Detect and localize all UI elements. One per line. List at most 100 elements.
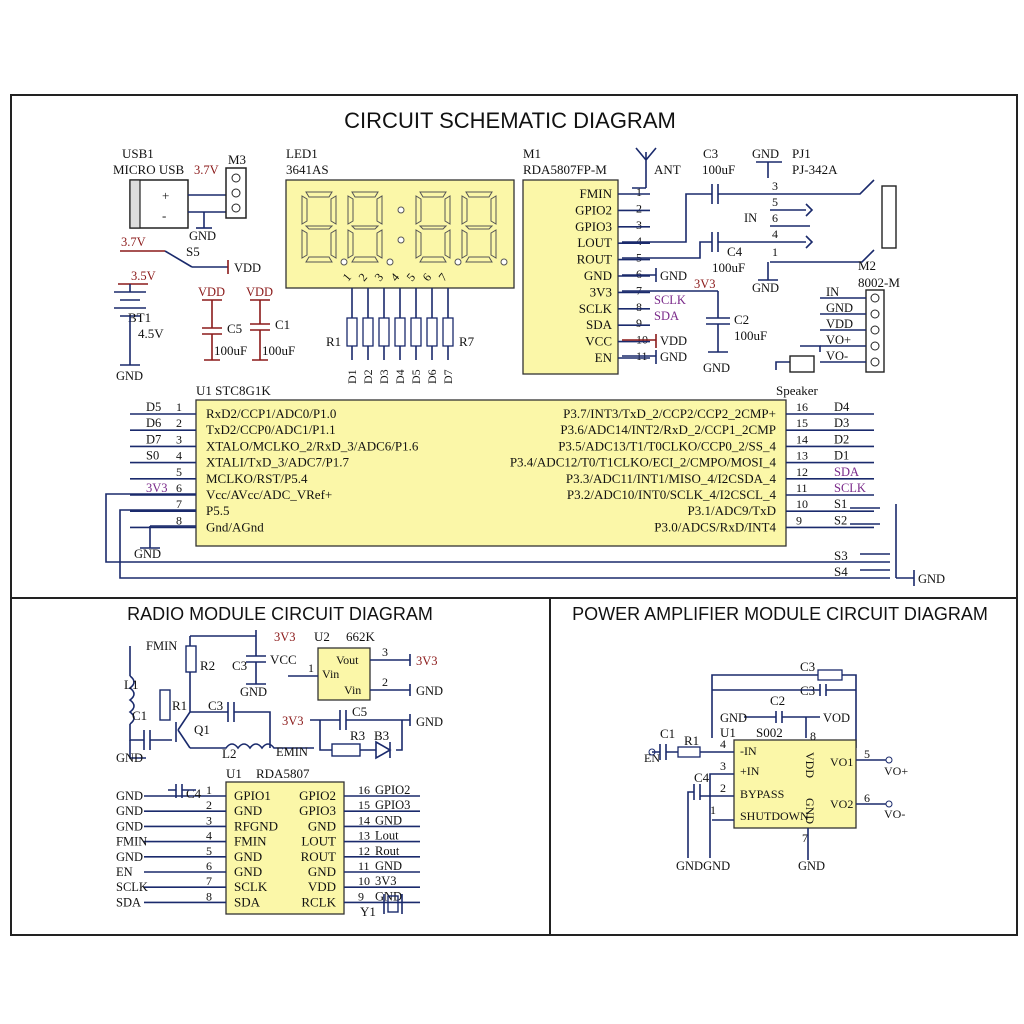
- resistor-body: [346, 317, 358, 347]
- radio-u1-part: RDA5807: [256, 766, 310, 781]
- c2top-value: 100uF: [734, 328, 767, 343]
- resistor-body: [442, 317, 454, 347]
- m1-pin-num: 8: [636, 300, 642, 314]
- u2-pin1: 1: [308, 661, 314, 675]
- radio-r3: R3: [350, 728, 365, 743]
- amp-part: S002: [756, 725, 783, 740]
- c5-capacitor: VDD C5 100uF: [198, 285, 247, 361]
- u1-left-num: 6: [176, 481, 182, 495]
- u1-right-name: P3.1/ADC9/TxD: [688, 503, 776, 518]
- resistor-net-D7: D7: [441, 369, 455, 384]
- u1-part-combined: U1 STC8G1K: [196, 383, 271, 398]
- c3top-value: 100uF: [702, 162, 735, 177]
- radio-u1-left-name: GPIO1: [234, 788, 271, 803]
- m1-net-vdd: VDD: [660, 334, 687, 348]
- bt1-ref: BT1: [128, 310, 151, 325]
- u1-right-num: 14: [796, 432, 808, 446]
- radio-b3: B3: [374, 728, 389, 743]
- amp-pin-gnd: GND: [803, 798, 817, 824]
- radio-u1-left-num: 7: [206, 874, 212, 888]
- usb-plus: +: [162, 188, 169, 203]
- m1-pin-name: GPIO2: [575, 202, 612, 217]
- amp-pinnum-6: 6: [864, 791, 870, 805]
- amp-pin-bypass: BYPASS: [740, 787, 784, 801]
- radio-u1-right-name: GPIO3: [299, 803, 336, 818]
- u2-ref: U2: [314, 629, 330, 644]
- radio-u1-right-net: Rout: [375, 844, 400, 858]
- amp-vdd: VOD: [823, 711, 850, 725]
- c2-top-capacitor: C2 100uF GND: [703, 291, 767, 375]
- u1-left-net: 3V3: [146, 481, 168, 495]
- radio-u1-right-name: LOUT: [301, 834, 336, 849]
- m1-pin-name: GPIO3: [575, 219, 612, 234]
- radio-u1-left-num: 3: [206, 813, 212, 827]
- radio-u1-left-name: GND: [234, 803, 262, 818]
- c5-value: 100uF: [214, 343, 247, 358]
- u1-left-num: 7: [176, 497, 182, 511]
- amp-pinnum-4: 4: [720, 737, 726, 751]
- usb-ref: USB1: [122, 146, 154, 161]
- u1-right-num: 12: [796, 465, 808, 479]
- u2-pin3: 3: [382, 645, 388, 659]
- led-digit: [415, 191, 462, 266]
- radio-u1-right-name: ROUT: [301, 849, 336, 864]
- radio-u1-right-net: Lout: [375, 829, 399, 843]
- c1-value: 100uF: [262, 343, 295, 358]
- amp-pin-vo1: VO1: [830, 755, 853, 769]
- usb-gnd: GND: [189, 229, 216, 243]
- radio-u1-left-name: RFGND: [234, 818, 278, 833]
- m2-part: 8002-M: [858, 275, 900, 290]
- m1-pin-num: 2: [636, 201, 642, 215]
- radio-l1: L1: [124, 677, 138, 692]
- radio-u1-left-num: 5: [206, 844, 212, 858]
- s5-vdd: VDD: [234, 261, 261, 275]
- amp-vo-plus: VO+: [884, 764, 908, 778]
- amp-c3a: C3: [800, 659, 815, 674]
- m1-pin-name: GND: [584, 268, 612, 283]
- u1-left-net: D5: [146, 400, 161, 414]
- bt1-value: 4.5V: [138, 326, 164, 341]
- m2-pin-label: GND: [826, 301, 853, 315]
- pj1-in: IN: [744, 211, 757, 225]
- pj1-part: PJ-342A: [792, 162, 838, 177]
- u1-left-num: 1: [176, 400, 182, 414]
- radio-u1-left-net: EN: [116, 865, 133, 879]
- u2-vin: Vin: [322, 667, 339, 681]
- u1-s4: S4: [834, 564, 848, 579]
- u1-left-num: 2: [176, 416, 182, 430]
- m1-ant: ANT: [654, 162, 681, 177]
- radio-u1-left-net: SCLK: [116, 880, 148, 894]
- amp-pin-in-plus: +IN: [740, 764, 760, 778]
- pj1-pin-6: 6: [772, 211, 778, 225]
- u1-left-net: D6: [146, 416, 161, 430]
- c4top-ref: C4: [727, 244, 743, 259]
- radio-module: FMIN L1 C1 R1 R2 Q1 C3 L2 EMIN GND 3V3 C…: [116, 629, 443, 919]
- amp-en: EN: [644, 751, 660, 765]
- outer-frame: [10, 94, 1018, 936]
- u1-right-net: D3: [834, 416, 849, 430]
- u1-right-name: P3.2/ADC10/INT0/SCLK_4/I2CSCL_4: [567, 487, 777, 502]
- m1-pin-num: 1: [636, 185, 642, 199]
- m2-pin-label: VO-: [826, 349, 848, 363]
- amp-gnd: GND: [720, 711, 747, 725]
- u1-right-name: P3.5/ADC13/T1/T0CLKO/CCP0_2/SS_4: [558, 438, 776, 453]
- radio-emin: EMIN: [276, 745, 308, 759]
- pj1-gnd-bottom: GND: [752, 281, 779, 295]
- pj1-pin-4: 4: [772, 227, 778, 241]
- u1-left-name: TxD2/CCP0/ADC1/P1.1: [206, 422, 336, 437]
- radio-c1: C1: [132, 708, 147, 723]
- m1-pin-name: SDA: [586, 317, 613, 332]
- resistor-body: [378, 317, 390, 347]
- amp-c2: C2: [770, 693, 785, 708]
- m1-pin-num: 3: [636, 218, 642, 232]
- c2top-gnd: GND: [703, 361, 730, 375]
- u1-right-net: D2: [834, 432, 849, 446]
- radio-gnd3: GND: [416, 715, 443, 729]
- resistor-net-D1: D1: [345, 369, 359, 384]
- radio-u1-right-net: GND: [375, 813, 402, 827]
- bt1-voltage: 3.5V: [131, 269, 156, 283]
- s5-switch: 3.7V S5 VDD: [120, 235, 261, 275]
- u1-left-name: Vcc/AVcc/ADC_VRef+: [206, 487, 332, 502]
